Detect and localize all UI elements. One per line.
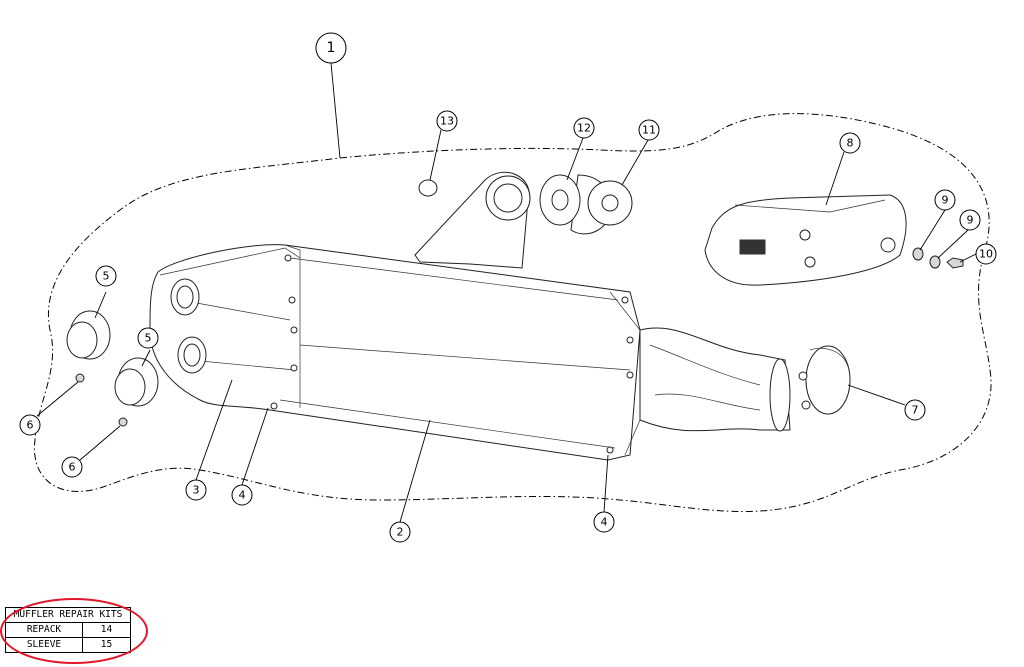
svg-text:9: 9 (942, 194, 949, 207)
callout-10: 10 (975, 243, 997, 265)
svg-text:8: 8 (847, 137, 854, 150)
svg-text:1: 1 (327, 40, 336, 56)
kits-table-header: MUFFLER REPAIR KITS (5, 607, 131, 623)
hanger-bracket (414, 171, 531, 269)
callout-6a: 6 (19, 414, 41, 436)
kits-table-row: REPACK 14 (5, 622, 131, 638)
callout-12: 12 (573, 117, 595, 139)
callout-1: 1 (315, 32, 347, 64)
svg-text:9: 9 (967, 214, 974, 227)
svg-text:2: 2 (397, 526, 404, 539)
svg-text:13: 13 (440, 115, 454, 128)
kits-table-title: MUFFLER REPAIR KITS (5, 607, 131, 623)
callout-9b: 9 (959, 209, 981, 231)
callout-7: 7 (904, 399, 926, 421)
small-hardware (418, 174, 964, 269)
svg-text:12: 12 (577, 122, 591, 135)
callout-3: 3 (185, 479, 207, 501)
muffler-repair-kits-table: MUFFLER REPAIR KITS REPACK 14 SLEEVE 15 (5, 607, 131, 653)
heat-shield (704, 194, 907, 286)
kit-code: 15 (82, 637, 131, 653)
callout-2: 2 (389, 521, 411, 543)
svg-text:3: 3 (193, 484, 200, 497)
svg-text:6: 6 (27, 419, 34, 432)
clamp (798, 345, 851, 415)
svg-text:4: 4 (601, 516, 608, 529)
callout-11: 11 (638, 119, 660, 141)
callout-9a: 9 (934, 189, 956, 211)
callout-4b: 4 (593, 511, 615, 533)
svg-text:6: 6 (69, 461, 76, 474)
assembly-boundary (33, 113, 992, 512)
svg-text:5: 5 (145, 332, 152, 345)
kit-name: SLEEVE (5, 637, 83, 653)
link-pipe (639, 327, 791, 432)
callout-13: 13 (436, 110, 458, 132)
kit-code: 14 (82, 622, 131, 638)
end-caps (66, 310, 159, 427)
callout-6b: 6 (61, 456, 83, 478)
svg-text:7: 7 (912, 404, 919, 417)
kit-name: REPACK (5, 622, 83, 638)
leader-lines (36, 62, 977, 523)
callout-5b: 5 (137, 327, 159, 349)
callout-8: 8 (839, 132, 861, 154)
svg-text:10: 10 (979, 248, 993, 261)
svg-text:4: 4 (239, 489, 246, 502)
svg-text:5: 5 (103, 270, 110, 283)
muffler-body (149, 244, 641, 461)
callout-4a: 4 (231, 484, 253, 506)
svg-text:11: 11 (642, 124, 656, 137)
kits-table-row: SLEEVE 15 (5, 637, 131, 653)
callout-5a: 5 (95, 265, 117, 287)
